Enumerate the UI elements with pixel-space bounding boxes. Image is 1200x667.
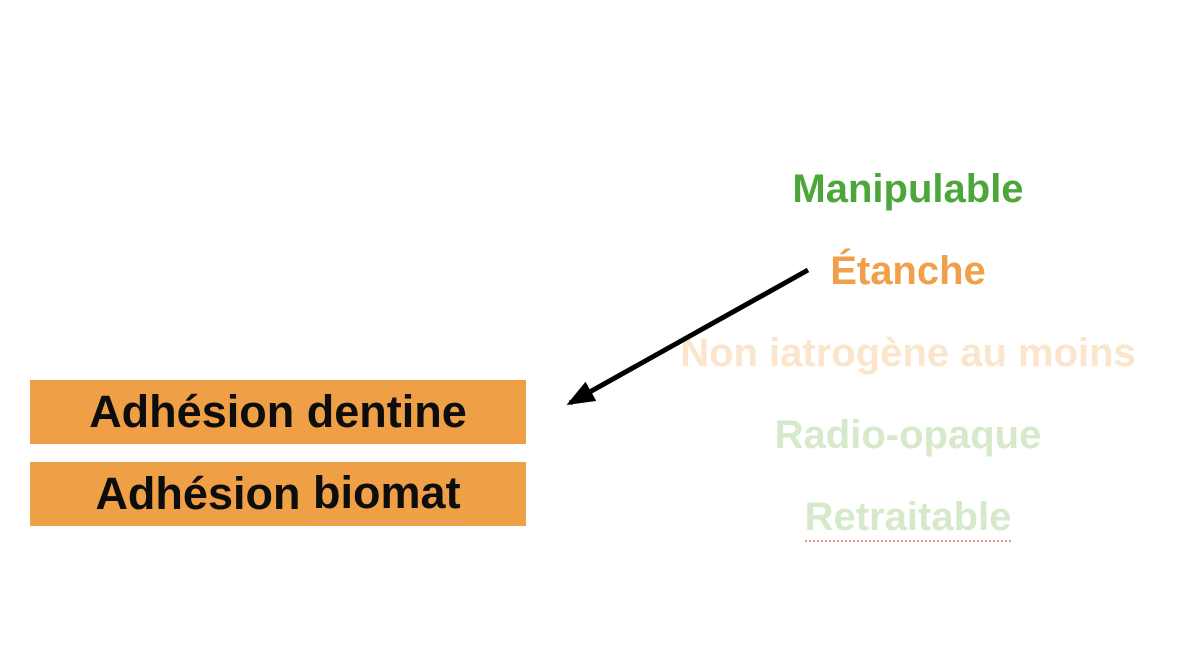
criteria-item-etanche: Étanche bbox=[830, 249, 986, 293]
criteria-list: Manipulable Étanche Non iatrogène au moi… bbox=[600, 148, 1200, 558]
criteria-item-radio-opaque: Radio-opaque bbox=[774, 413, 1042, 457]
criteria-item-non-iatrogene: Non iatrogène au moins bbox=[680, 331, 1136, 375]
adhesion-dentine-prefix: Adhésion bbox=[89, 386, 295, 437]
criteria-item-manipulable: Manipulable bbox=[792, 167, 1024, 211]
adhesion-dentine-word: dentine bbox=[306, 386, 467, 437]
adhesion-biomat-word: biomat bbox=[313, 467, 461, 522]
adhesion-biomat-prefix: Adhésion bbox=[95, 468, 301, 519]
criteria-item-retraitable: Retraitable bbox=[600, 476, 1200, 558]
criteria-item-retraitable-label: Retraitable bbox=[804, 495, 1012, 542]
